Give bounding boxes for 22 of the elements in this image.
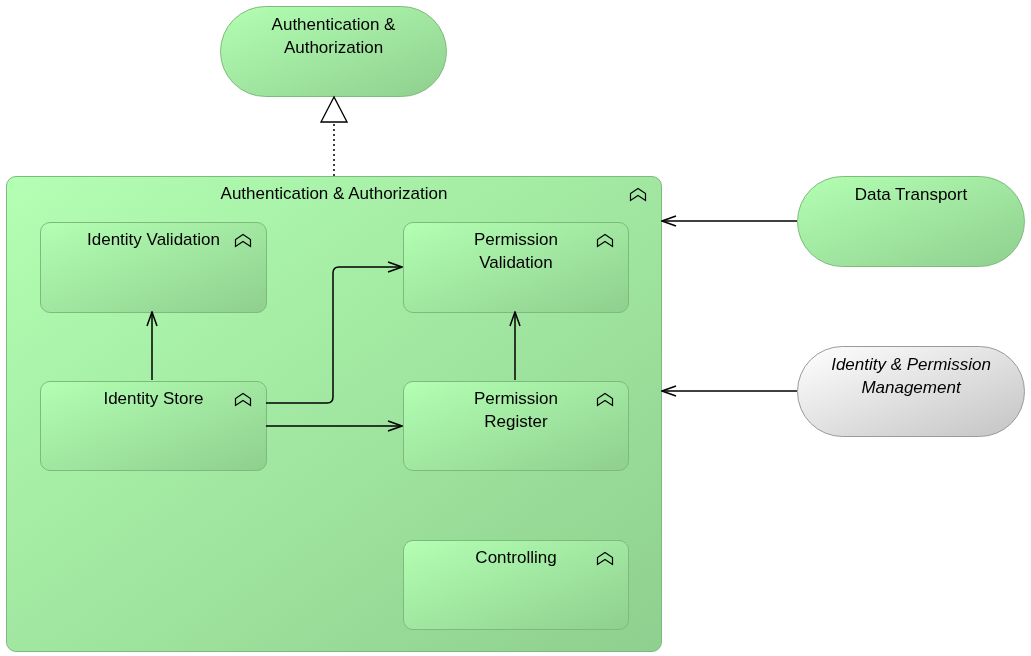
function-box bbox=[40, 222, 267, 313]
node-label: Identity & Permission Management bbox=[830, 354, 992, 399]
function-box bbox=[403, 381, 629, 471]
group-box bbox=[6, 176, 662, 652]
node-label: Controlling bbox=[474, 547, 558, 569]
node-label: Authentication & Authorization bbox=[219, 183, 449, 205]
node-label: Identity Store bbox=[102, 388, 205, 410]
node-label: Data Transport bbox=[853, 184, 969, 206]
arrow bbox=[265, 261, 403, 404]
node-label: Permission Register bbox=[472, 388, 560, 433]
node-label: Permission Validation bbox=[472, 229, 560, 274]
realization-arrow bbox=[320, 96, 348, 177]
function-box bbox=[40, 381, 267, 471]
arrow bbox=[265, 420, 403, 432]
arrow bbox=[661, 385, 798, 397]
node-label: Identity Validation bbox=[86, 229, 221, 251]
node-label: Authentication & Authorization bbox=[270, 14, 397, 59]
arrow bbox=[146, 311, 158, 381]
function-box bbox=[403, 540, 629, 630]
arrow bbox=[509, 311, 521, 381]
arrow bbox=[661, 215, 798, 227]
function-box bbox=[403, 222, 629, 313]
